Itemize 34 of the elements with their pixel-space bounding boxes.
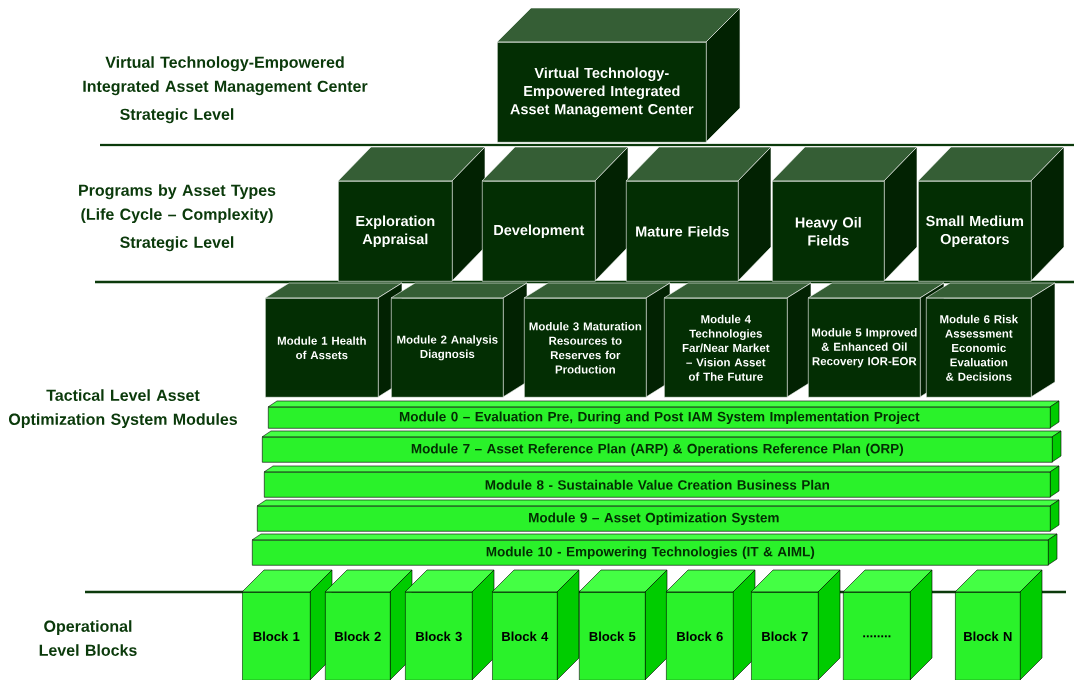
level-label: Virtual Technology-Empowered Integrated Asset Management Center: [83, 56, 368, 96]
block-cube: Block N: [954, 569, 1043, 680]
level-label: Tactical Level Asset Optimization System Modules: [9, 389, 237, 429]
cube: Exploration Appraisal: [337, 146, 486, 282]
node-label: Block 2: [335, 631, 381, 642]
module-bar: Module 7 – Asset Reference Plan (ARP) & Operations Reference Plan (ORP): [261, 430, 1062, 463]
cube: Module 3 Maturation Resources to Reserves for Production: [523, 282, 671, 398]
cube: Module 4 Technologies Far/Near Market – Vision Asset of The Future: [663, 282, 812, 398]
block-cube: Block 1: [241, 569, 333, 680]
cube: Heavy Oil Fields: [771, 146, 918, 282]
node-label: Block 1: [253, 631, 300, 642]
block-cube: Block 5: [578, 569, 668, 680]
cube: Small Medium Operators: [917, 146, 1065, 282]
node-label: Block 3: [416, 631, 462, 642]
cube: Virtual Technology-Empowered Integrated Asset Management Center: [496, 7, 741, 143]
block-cube: ........: [842, 569, 933, 680]
block-cube: Block 4: [491, 569, 580, 680]
module-bar: Module 8 - Sustainable Value Creation Business Plan: [263, 465, 1060, 498]
module-bar: Module 9 – Asset Optimization System: [256, 499, 1060, 532]
block-cube: Block 7: [750, 569, 841, 680]
level-label: Programs by Asset Types (Life Cycle – Complexity): [79, 184, 276, 224]
module-bar: Module 0 – Evaluation Pre, During and Post IAM System Implementation Project: [267, 400, 1060, 429]
block-cube: Block 3: [404, 569, 495, 680]
cube: Module 2 Analysis Diagnosis: [390, 282, 528, 398]
cube: Module 6 Risk Assessment Economic Evaluation & Decisions: [925, 282, 1056, 398]
cube: Mature Fields: [625, 146, 772, 282]
cube: Development: [481, 146, 629, 282]
level-label: Strategic Level: [120, 236, 234, 252]
block-cube: Block 2: [324, 569, 413, 680]
level-label: Operational Level Blocks: [39, 620, 137, 656]
node-label: Block 6: [677, 631, 723, 642]
level-label: Strategic Level: [120, 108, 234, 124]
module-bar: Module 10 - Empowering Technologies (IT & AIML): [251, 533, 1058, 566]
block-cube: Block 6: [665, 569, 756, 680]
